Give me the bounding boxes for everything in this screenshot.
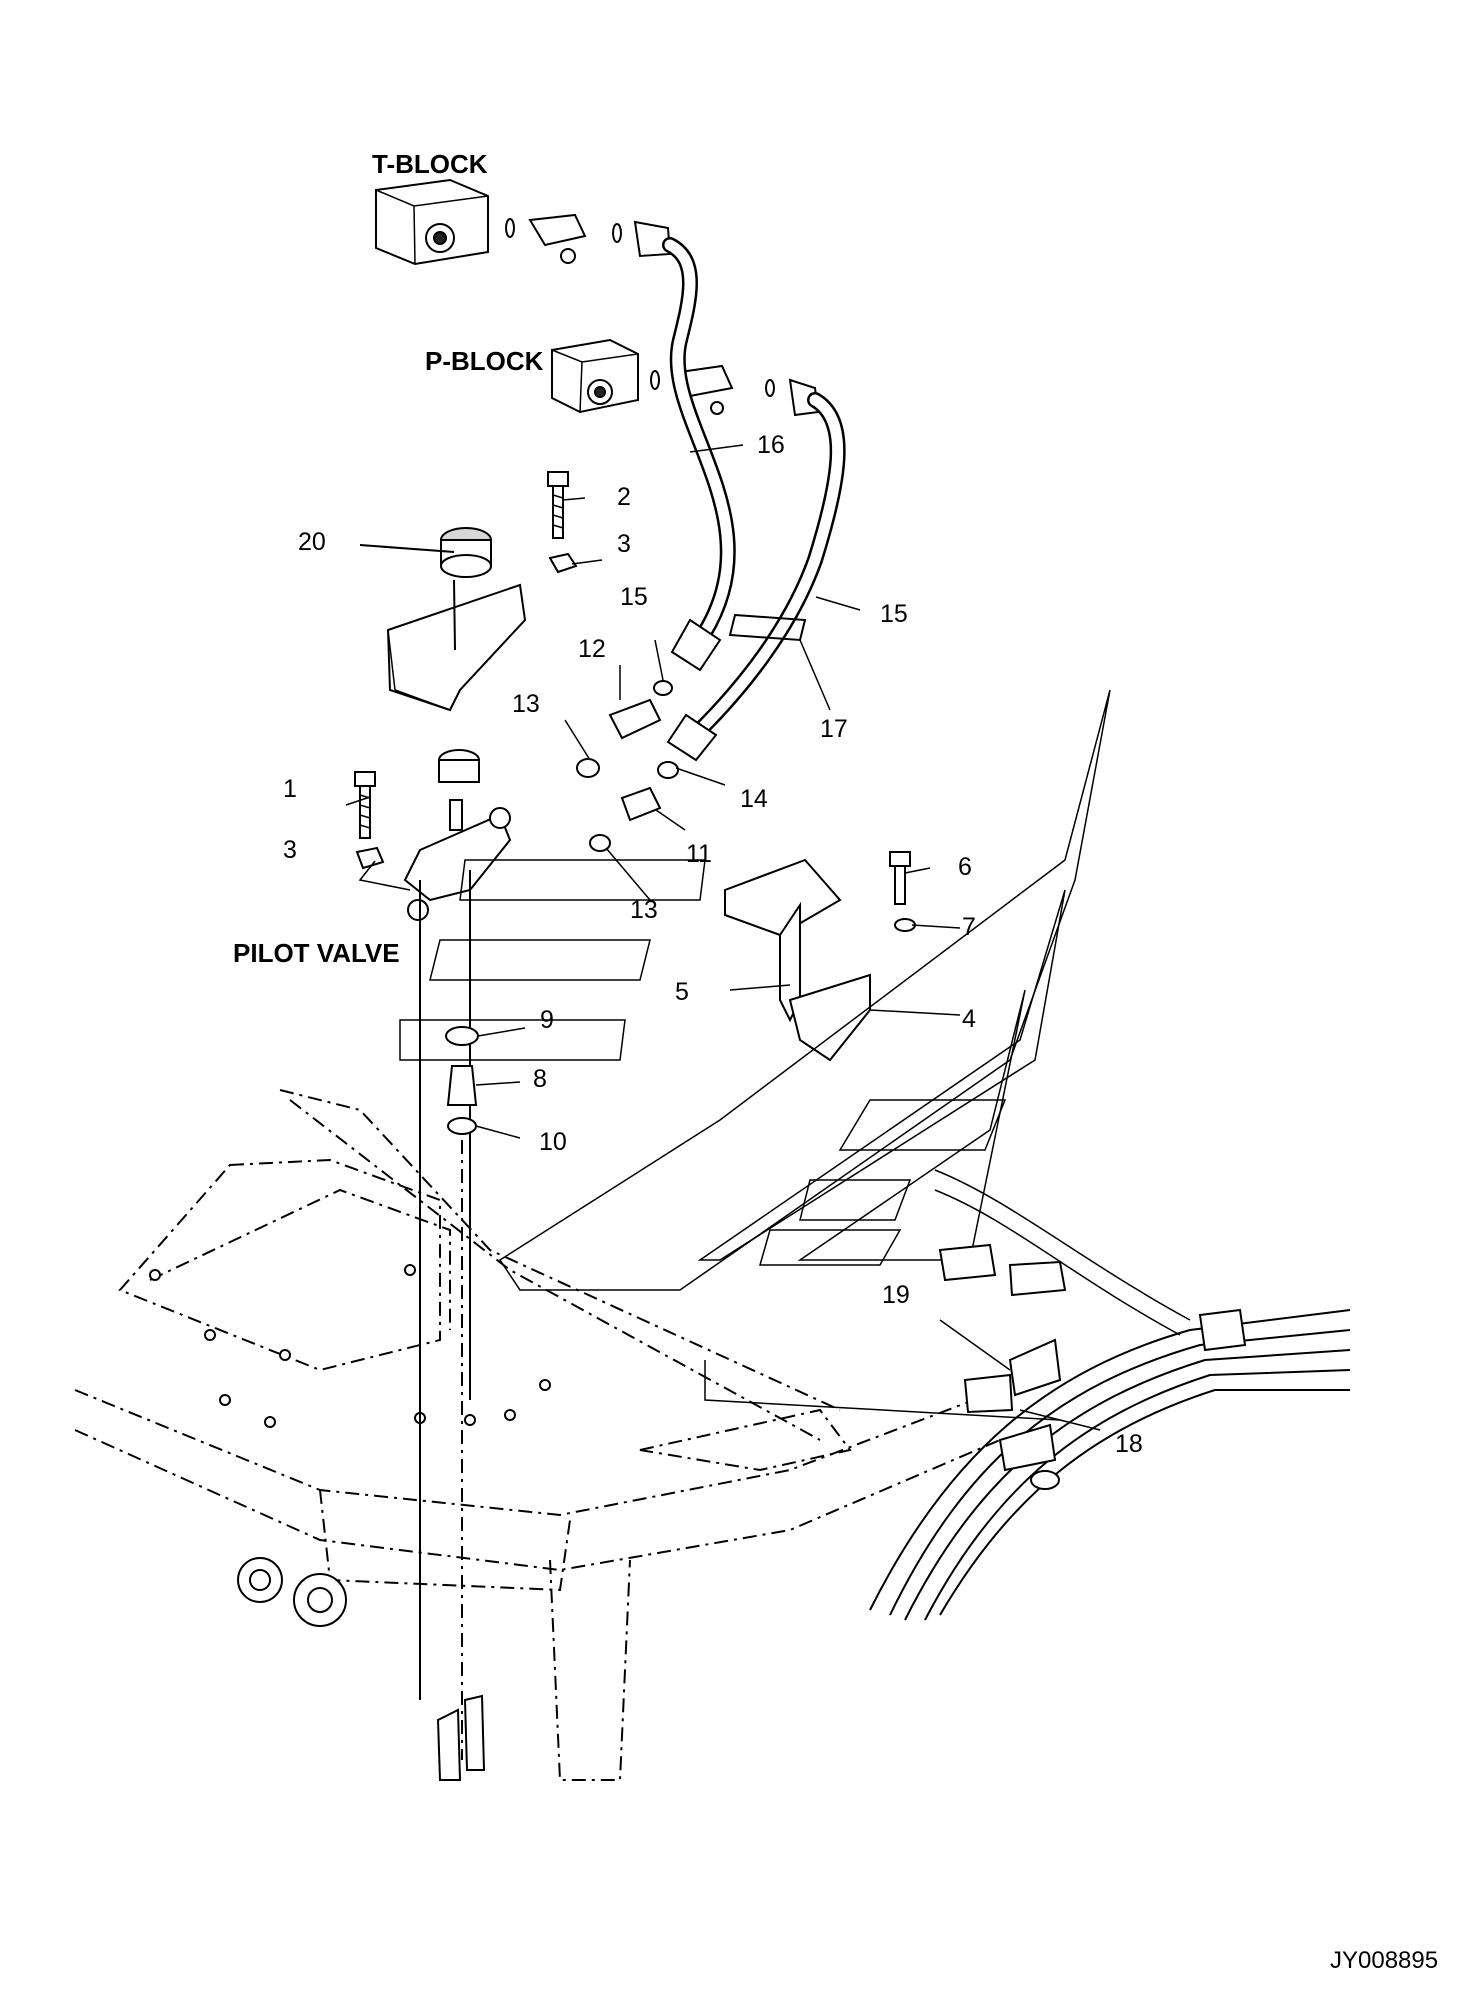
floor-frame [74, 1089, 1001, 1781]
reference-code: JY008895 [1330, 1947, 1438, 1974]
watermark-arrows [399, 689, 1111, 1291]
callout-2: 2 [617, 483, 631, 511]
callout-3-upper: 3 [617, 530, 631, 558]
callout-15-right: 15 [880, 600, 908, 628]
callout-16: 16 [757, 431, 785, 459]
cushion-bracket [359, 527, 527, 712]
callout-13-lower: 13 [630, 896, 658, 924]
callout-10: 10 [539, 1128, 567, 1156]
callout-9: 9 [540, 1006, 554, 1034]
p-block-assembly [551, 338, 820, 417]
callout-13-upper: 13 [512, 690, 540, 718]
callout-8: 8 [533, 1065, 547, 1093]
t-block-assembly [375, 178, 672, 266]
bracket-assembly [724, 851, 916, 1062]
callout-4: 4 [962, 1005, 976, 1033]
callout-15-left: 15 [620, 583, 648, 611]
harness [869, 1169, 1351, 1621]
pilot-valve-label: PILOT VALVE [233, 938, 400, 968]
leader-lines [345, 444, 1101, 1431]
orings-fitting-8 [445, 1026, 479, 1135]
callout-18: 18 [1115, 1430, 1143, 1458]
bolts-nuts [354, 471, 578, 870]
callout-6: 6 [958, 853, 972, 881]
callout-7: 7 [962, 913, 976, 941]
callout-3-lower: 3 [283, 836, 297, 864]
callout-5: 5 [675, 978, 689, 1006]
hoses [662, 237, 846, 762]
fittings [576, 680, 679, 852]
callout-17: 17 [820, 715, 848, 743]
t-block-label: T-BLOCK [372, 149, 488, 179]
p-block-label: P-BLOCK [425, 346, 544, 376]
callout-11: 11 [686, 840, 712, 868]
callout-20: 20 [298, 528, 326, 556]
callout-14: 14 [740, 785, 768, 813]
pilot-valve [403, 749, 512, 1400]
callout-1: 1 [283, 775, 297, 803]
callout-12: 12 [578, 635, 606, 663]
callouts: 2 3 20 16 15 15 12 13 17 14 1 3 11 6 13 … [283, 431, 1143, 1458]
callout-19: 19 [882, 1281, 910, 1309]
